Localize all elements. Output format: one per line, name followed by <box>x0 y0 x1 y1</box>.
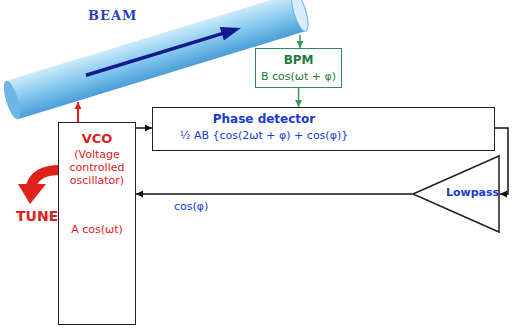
bpm-signal: B cos(ωt + φ) <box>261 70 336 83</box>
signal-arrow <box>136 125 152 132</box>
arrowhead <box>136 191 143 198</box>
beam-direction-head <box>220 21 243 40</box>
tune-arrow-head <box>18 184 46 204</box>
detector-title: Phase detector <box>159 112 369 126</box>
arrowhead <box>500 191 507 198</box>
vco-title: VCO <box>61 131 133 146</box>
signal-arrow <box>295 88 302 107</box>
lowpass-label: Lowpass <box>446 186 499 199</box>
beam-pipe-end <box>288 0 311 33</box>
tune-arrow-shaft <box>31 170 60 186</box>
arrowhead <box>145 125 152 132</box>
bpm-box: BPM B cos(ωt + φ) <box>255 48 342 88</box>
signal-arrow <box>297 35 304 48</box>
bpm-title: BPM <box>261 53 336 67</box>
phase-detector-box: Phase detector ½ AB {cos(2ωt + φ) + cos(φ… <box>152 107 495 151</box>
arrowhead <box>295 100 302 107</box>
arrowhead <box>75 102 82 109</box>
signal-line <box>136 193 412 195</box>
lowpass-triangle: Lowpass <box>412 155 500 233</box>
amplifier-triangle <box>413 156 499 232</box>
beam-direction-arrow <box>86 33 224 75</box>
vco-description: (Voltage controlled oscillator) <box>61 148 133 187</box>
vco-box: VCO (Voltage controlled oscillator) A cos(… <box>58 122 136 325</box>
output-label: TUNE <box>16 208 58 224</box>
beam-pipe-end <box>0 79 23 121</box>
beam-label: BEAM <box>88 8 137 23</box>
arrowhead <box>297 41 304 48</box>
detector-formula: ½ AB {cos(2ωt + φ) + cos(φ)} <box>159 129 369 142</box>
signal-arrow <box>75 102 82 122</box>
vco-signal: A cos(ωt) <box>61 223 133 236</box>
signal-label: cos(φ) <box>172 200 210 213</box>
text-group: Phase detector ½ AB {cos(2ωt + φ) + cos(φ… <box>159 112 369 142</box>
signal-arrow <box>136 191 412 198</box>
